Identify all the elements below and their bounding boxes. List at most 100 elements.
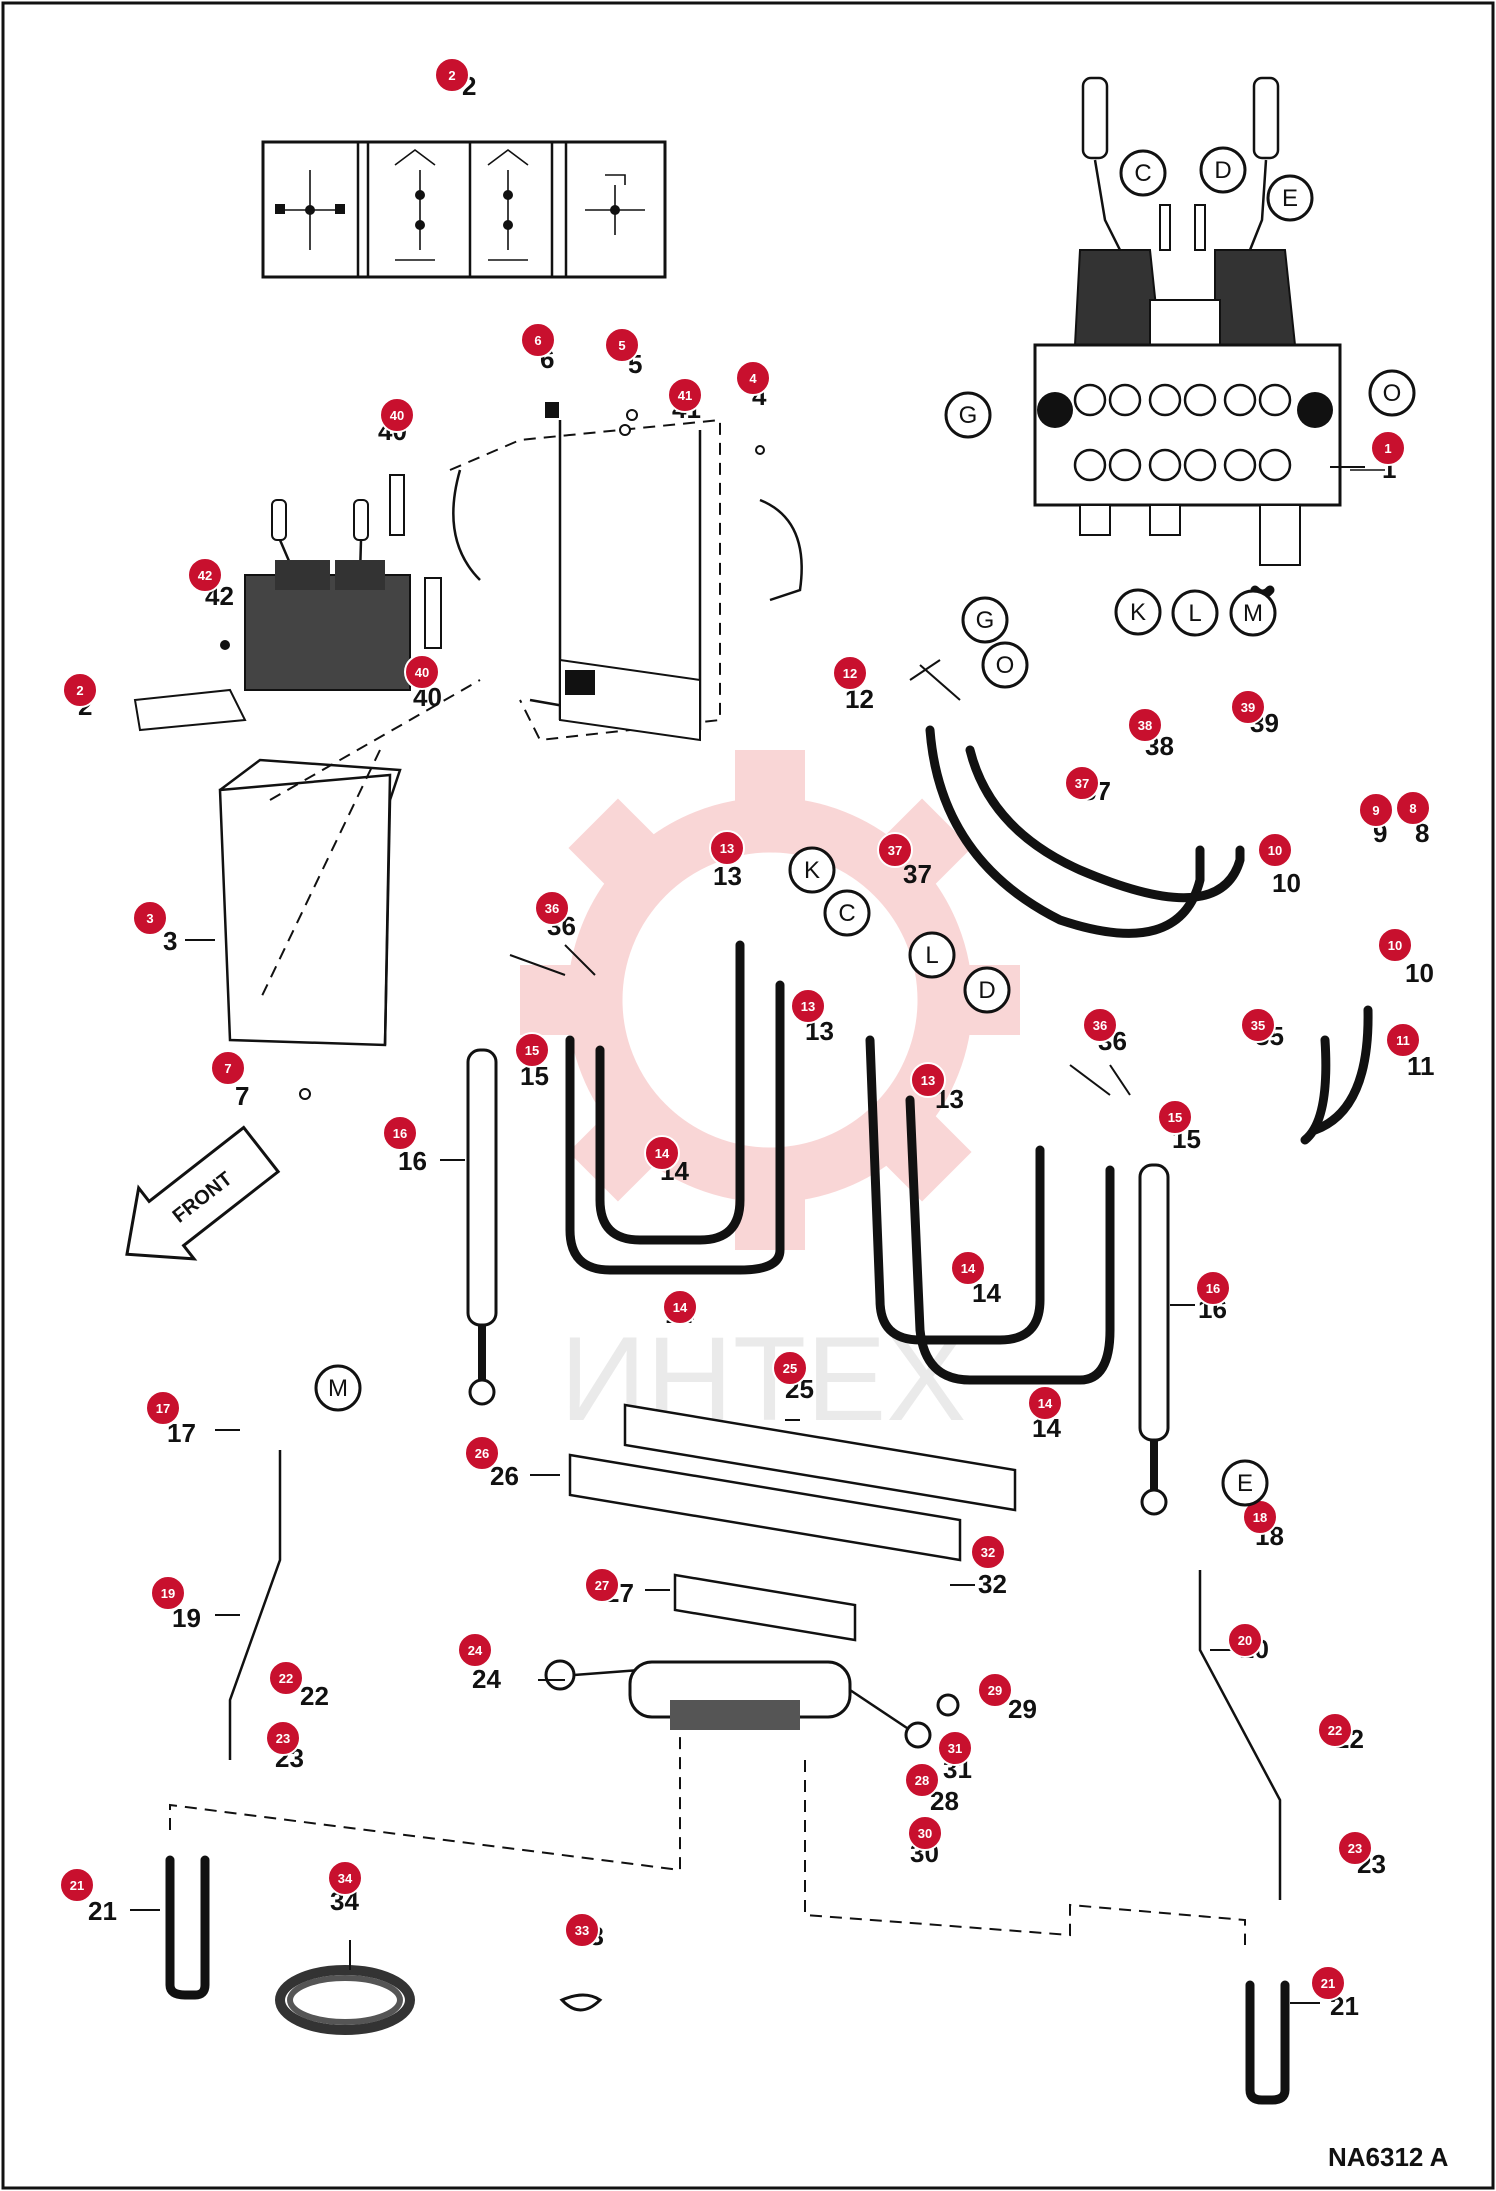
callout-number: 8 <box>1409 801 1416 816</box>
port-m-marker: M <box>314 1364 362 1412</box>
callout-number: 23 <box>276 1731 290 1746</box>
decal-panel <box>261 140 667 279</box>
callout-number: 7 <box>224 1061 231 1076</box>
callout-4: 4 <box>735 360 771 396</box>
part-label: 11 <box>1407 1051 1435 1081</box>
callout-number: 19 <box>161 1586 175 1601</box>
port-letter: M <box>1243 600 1263 627</box>
callout-16: 16 <box>1195 1270 1231 1306</box>
part-label: 21 <box>88 1896 117 1926</box>
part-label: 10 <box>1272 868 1301 898</box>
part-label: 29 <box>1008 1694 1037 1724</box>
callout-number: 22 <box>279 1671 293 1686</box>
port-letter: M <box>328 1375 348 1402</box>
callout-number: 31 <box>948 1741 962 1756</box>
callout-35: 35 <box>1240 1007 1276 1043</box>
callout-13: 13 <box>910 1062 946 1098</box>
callout-number: 2 <box>448 68 455 83</box>
callout-22: 22 <box>1317 1712 1353 1748</box>
callout-number: 40 <box>415 665 429 680</box>
callout-number: 14 <box>673 1300 688 1315</box>
callout-15: 15 <box>514 1032 550 1068</box>
port-c-marker: C <box>823 889 871 937</box>
callout-40: 40 <box>404 654 440 690</box>
part-label: 16 <box>398 1146 427 1176</box>
callout-11: 11 <box>1385 1022 1421 1058</box>
callout-number: 38 <box>1138 718 1152 733</box>
part-label: 26 <box>490 1461 519 1491</box>
port-letter: O <box>996 652 1015 679</box>
callout-9: 9 <box>1358 792 1394 828</box>
callout-29: 29 <box>977 1672 1013 1708</box>
port-d-marker: D <box>963 966 1011 1014</box>
port-letter: L <box>1188 600 1201 627</box>
callout-number: 15 <box>525 1043 539 1058</box>
callout-number: 13 <box>720 841 734 856</box>
callout-6: 6 <box>520 322 556 358</box>
part-label: 24 <box>472 1664 501 1694</box>
callout-42: 42 <box>187 557 223 593</box>
callout-10: 10 <box>1377 927 1413 963</box>
part-label: 7 <box>235 1081 249 1111</box>
bucket-curl-icon <box>487 149 529 261</box>
port-m-marker: M <box>1229 589 1277 637</box>
callout-number: 24 <box>468 1643 483 1658</box>
callout-12: 12 <box>832 655 868 691</box>
port-o-marker: O <box>981 641 1029 689</box>
part-label: 8 <box>1415 818 1429 848</box>
callout-2: 2 <box>62 672 98 708</box>
callout-13: 13 <box>790 988 826 1024</box>
hoses <box>565 585 1373 1385</box>
loader-frame <box>449 418 803 742</box>
callout-23: 23 <box>265 1720 301 1756</box>
callout-22: 22 <box>268 1660 304 1696</box>
callout-20: 20 <box>1227 1622 1263 1658</box>
port-c-marker: C <box>1119 149 1167 197</box>
callout-number: 36 <box>545 901 559 916</box>
auxiliary-icon <box>585 174 645 235</box>
callout-number: 18 <box>1253 1510 1267 1525</box>
callout-number: 32 <box>981 1545 995 1560</box>
callout-number: 16 <box>393 1126 407 1141</box>
callout-40: 40 <box>379 397 415 433</box>
watermark-text: ИНТЕХ <box>560 1312 966 1446</box>
port-e-marker: E <box>1221 1459 1269 1507</box>
control-valve-assembly <box>1033 76 1385 566</box>
port-g-marker: G <box>944 391 992 439</box>
callout-number: 5 <box>618 338 625 353</box>
callout-5: 5 <box>604 327 640 363</box>
control-valve-small <box>244 499 411 691</box>
callout-number: 33 <box>575 1923 589 1938</box>
callout-number: 10 <box>1388 938 1402 953</box>
port-letter: K <box>804 857 820 884</box>
callout-number: 14 <box>1038 1396 1053 1411</box>
port-k-marker: K <box>788 846 836 894</box>
part-label: 10 <box>1405 958 1434 988</box>
callout-number: 21 <box>70 1878 84 1893</box>
callout-number: 39 <box>1241 700 1255 715</box>
port-letter: D <box>978 977 995 1004</box>
callout-number: 40 <box>390 408 404 423</box>
callout-number: 9 <box>1372 803 1379 818</box>
port-l-marker: L <box>1171 589 1219 637</box>
callout-33: 33 <box>564 1912 600 1948</box>
lift-cylinder-left <box>466 1048 498 1406</box>
steel-tubes <box>228 1450 1282 1900</box>
callout-number: 22 <box>1328 1723 1342 1738</box>
callout-number: 27 <box>595 1578 609 1593</box>
callout-number: 17 <box>156 1401 170 1416</box>
part-label: 3 <box>163 926 177 956</box>
callout-17: 17 <box>145 1390 181 1426</box>
callout-14: 14 <box>644 1135 680 1171</box>
callout-15: 15 <box>1157 1099 1193 1135</box>
callout-32: 32 <box>970 1534 1006 1570</box>
callout-36: 36 <box>534 890 570 926</box>
valve-cover <box>133 679 481 1047</box>
callout-34: 34 <box>327 1860 363 1896</box>
dashed-routes <box>169 1720 1246 1945</box>
callout-3: 3 <box>132 900 168 936</box>
port-letter: K <box>1130 599 1146 626</box>
